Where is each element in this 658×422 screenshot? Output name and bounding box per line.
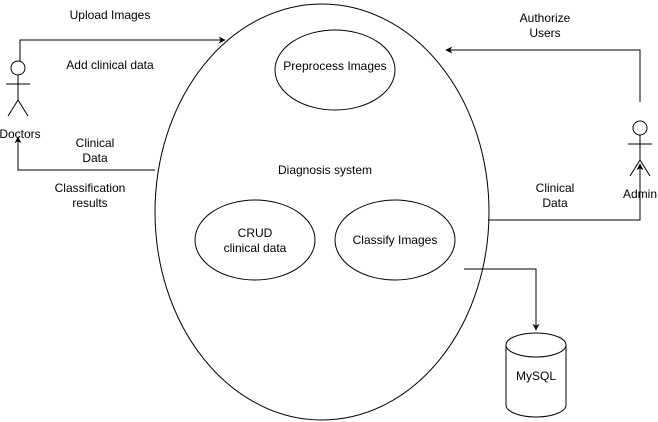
actor-doctors-label: Doctors xyxy=(0,127,41,141)
label-authorize-line2: Users xyxy=(529,26,560,40)
database-mysql[interactable]: MySQL xyxy=(505,332,567,418)
process-crud-label-line1: CRUD xyxy=(238,226,273,240)
flow-upload-images-arrow xyxy=(19,36,226,62)
label-upload-images: Upload Images xyxy=(70,8,151,22)
label-add-clinical-data: Add clinical data xyxy=(66,58,154,72)
flow-clinical-data-to-doctors-arrow xyxy=(14,136,155,171)
process-preprocess-label: Preprocess Images xyxy=(283,59,386,73)
label-classification-line1: Classification xyxy=(55,181,126,195)
actor-admin-label: Admin xyxy=(623,187,657,201)
stick-figure-icon xyxy=(6,60,30,117)
actor-admin[interactable]: Admin xyxy=(623,120,657,201)
system-label: Diagnosis system xyxy=(278,163,372,177)
label-doctor-clinical-line1: Clinical xyxy=(76,136,115,150)
label-admin-clinical-line1: Clinical xyxy=(536,181,575,195)
actor-doctors[interactable]: Doctors xyxy=(0,60,41,141)
label-classification-line2: results xyxy=(72,196,107,210)
label-doctor-clinical-line2: Data xyxy=(82,151,108,165)
stick-figure-icon xyxy=(628,120,652,177)
database-cylinder-icon xyxy=(505,332,567,418)
flow-to-database-arrow xyxy=(464,268,540,331)
process-crud-label-line2: clinical data xyxy=(224,241,287,255)
flow-authorize-users-arrow xyxy=(445,46,641,102)
process-classify-images[interactable]: Classify Images xyxy=(334,199,456,281)
process-preprocess-images[interactable]: Preprocess Images xyxy=(274,29,396,111)
flow-clinical-data-to-admin-arrow xyxy=(488,163,644,221)
label-authorize-line1: Authorize xyxy=(520,11,571,25)
process-crud-clinical-data[interactable]: CRUD clinical data xyxy=(194,199,316,281)
system-boundary-circle xyxy=(154,3,490,421)
label-admin-clinical-line2: Data xyxy=(542,196,568,210)
database-label: MySQL xyxy=(516,369,556,383)
process-classify-label: Classify Images xyxy=(353,233,438,247)
